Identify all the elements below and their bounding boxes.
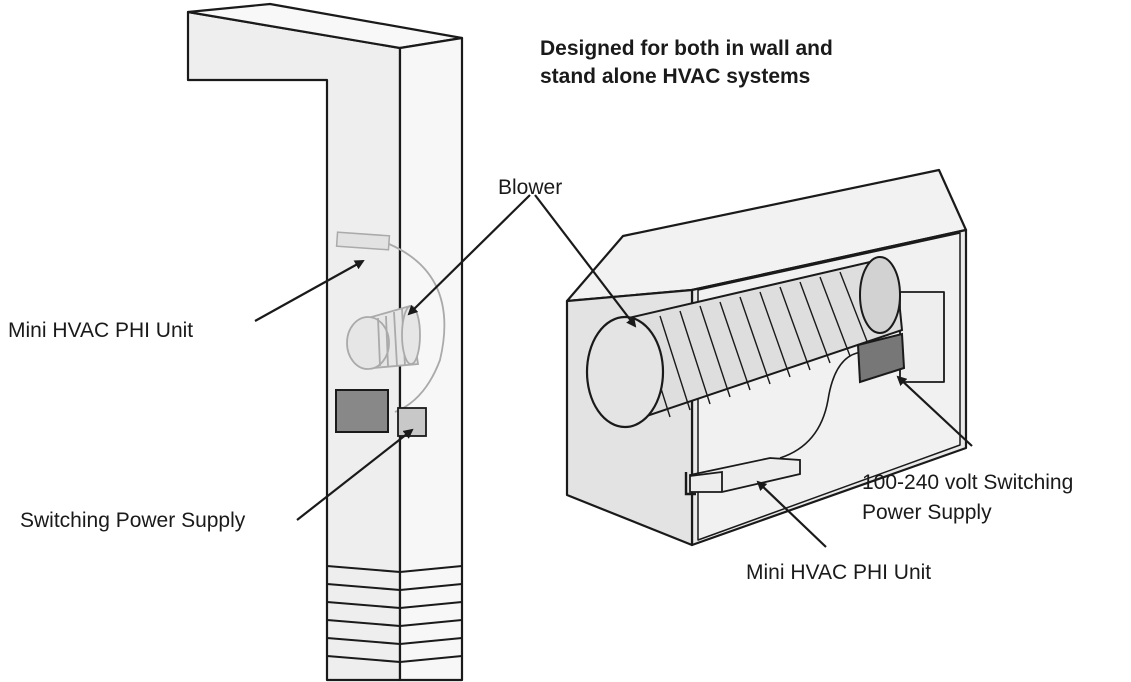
title-line-1: Designed for both in wall and <box>540 37 833 60</box>
blower-cylinder-right <box>585 256 904 429</box>
label-switching-right-line-2: Power Supply <box>862 501 992 524</box>
unit-rear-panel <box>899 291 945 383</box>
internal-wire-right <box>779 351 863 459</box>
title-line-2: stand alone HVAC systems <box>540 65 811 88</box>
arrow-mini-hvac-right <box>756 480 827 548</box>
internal-wire-left <box>388 243 446 413</box>
mini-hvac-unit-right <box>684 457 801 496</box>
blower-end-cap <box>585 315 665 429</box>
label-mini-hvac-right: Mini HVAC PHI Unit <box>746 561 932 584</box>
mini-hvac-unit-left <box>335 231 391 251</box>
duct-internals <box>335 231 446 437</box>
label-blower: Blower <box>498 176 563 199</box>
switching-power-supply-left <box>335 389 389 433</box>
arrow-blower-left <box>407 194 531 316</box>
label-mini-hvac-left: Mini HVAC PHI Unit <box>8 319 194 342</box>
arrow-blower-right <box>534 194 637 328</box>
duct-side-face <box>398 36 464 682</box>
blower-cylinder-left <box>346 304 421 370</box>
arrow-switching-right <box>896 375 973 447</box>
label-switching-left: Switching Power Supply <box>20 509 246 532</box>
duct-grille <box>326 565 463 663</box>
label-switching-right-line-1: 100-240 volt Switching <box>862 471 1074 494</box>
mini-hvac-module-left <box>397 407 427 437</box>
arrow-switching-left <box>296 428 414 521</box>
arrow-mini-hvac-left <box>254 260 365 322</box>
in-wall-duct <box>186 2 464 682</box>
switching-power-supply-right <box>856 332 906 384</box>
leader-arrows <box>254 194 973 548</box>
